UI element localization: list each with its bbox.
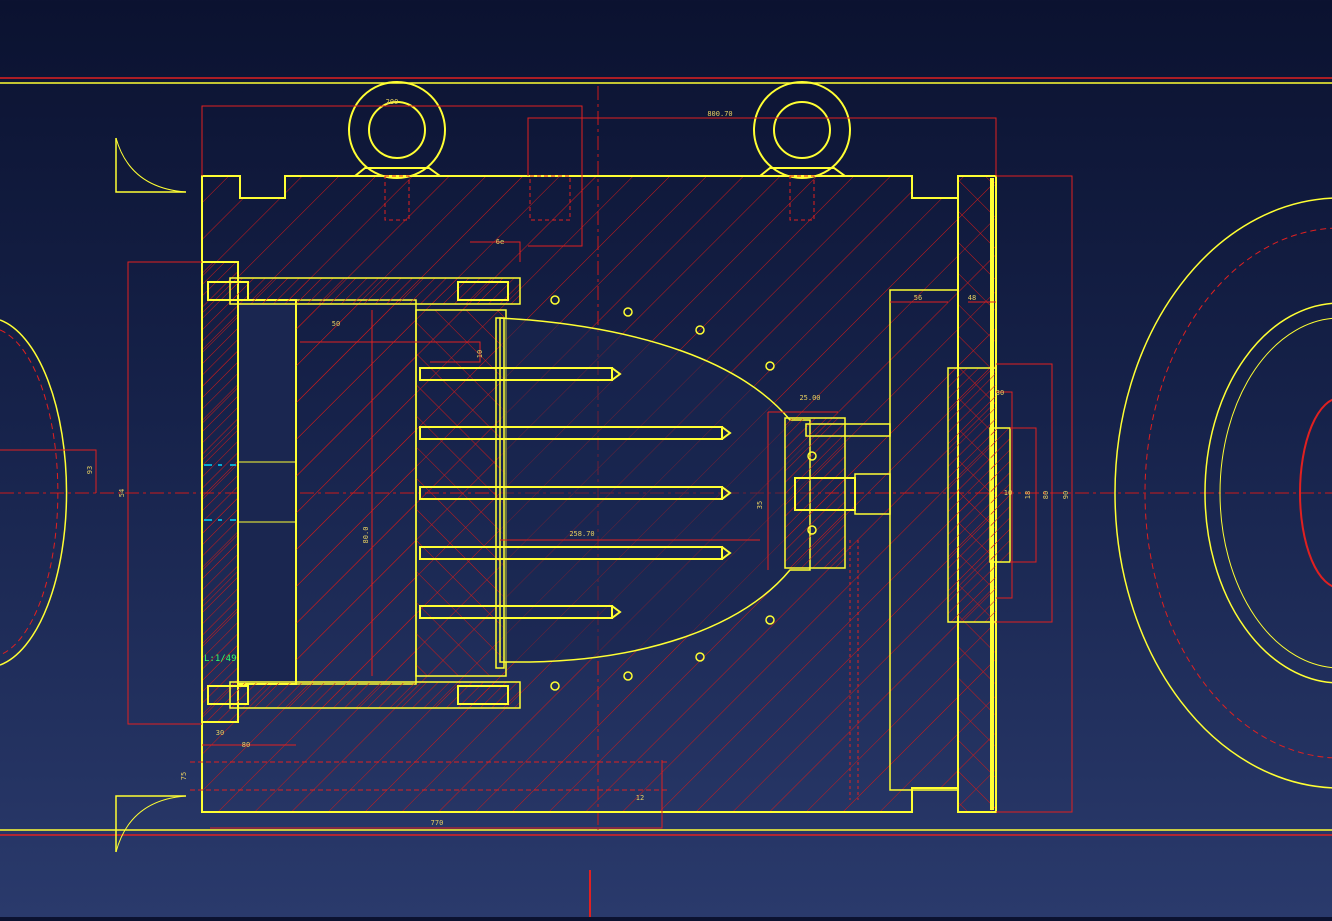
dimension-label-overall-width: 770: [431, 819, 444, 827]
dimension-label-slot: 50: [332, 320, 340, 328]
ejector-plates: [201, 261, 507, 723]
cooling-hole: [695, 325, 705, 335]
ejector-rod: [419, 546, 732, 560]
cooling-hole: [550, 295, 560, 305]
mold-cavity: [499, 317, 811, 663]
ejector-rods: [419, 317, 732, 669]
dimension-label-plate-height: 48: [968, 294, 976, 302]
cooling-hole: [695, 652, 705, 662]
dimension-label-cavity-width: 258.70: [569, 530, 594, 538]
dimension-label-side-a: 30: [996, 389, 1004, 397]
dimension-label-left-inner-height: 80.0: [362, 527, 370, 544]
dimension-label-bottom-a: 30: [216, 729, 224, 737]
cooling-hole: [623, 307, 633, 317]
dimension-lines: [0, 105, 1073, 829]
dimension-label-right-b: 90: [1062, 491, 1070, 499]
sprue-bushing: [784, 417, 891, 569]
dimension-label-right-a: 80: [1042, 491, 1050, 499]
cooling-hole: [623, 671, 633, 681]
dimension-label-bushing: 25.00: [799, 394, 820, 402]
dimension-label-right-c: 10: [1004, 489, 1012, 497]
dimension-label-left-outer: 93: [86, 466, 94, 474]
dimension-label-top-left: 200: [386, 98, 399, 106]
ejector-rod: [419, 426, 732, 440]
dimension-label-runner: 10: [476, 350, 484, 358]
dimension-label-port-width: 6e: [496, 238, 504, 246]
ejector-rod: [419, 367, 622, 381]
lifting-eye-left: [348, 81, 446, 221]
dimension-label-top-right: 800.70: [707, 110, 732, 118]
dimension-label-core-offset: 35: [756, 501, 764, 509]
dimension-label-side-b: 18: [1024, 491, 1032, 499]
dimension-label-bottom-c: 75: [180, 772, 188, 780]
dimension-label-bottom-d: 12: [636, 794, 644, 802]
cooling-hole: [550, 681, 560, 691]
ejector-rod: [419, 605, 622, 619]
cooling-hole: [765, 615, 775, 625]
frame-lines: [0, 77, 1332, 917]
cooling-hole: [765, 361, 775, 371]
scale-label: L:1/49: [204, 654, 237, 664]
cooling-holes: [550, 295, 817, 691]
cooling-hole: [807, 525, 817, 535]
construction-marks: [204, 464, 236, 521]
cooling-hole: [807, 451, 817, 461]
left-wheel: [0, 319, 68, 666]
dimension-label-left-height: 54: [118, 489, 126, 497]
support-rod: [495, 317, 505, 669]
lifting-eye-right: [753, 81, 851, 221]
guide-pins: [207, 277, 521, 709]
dimension-label-bottom-b: 80: [242, 741, 250, 749]
right-wheel: [1114, 197, 1332, 789]
dimension-labels: 200 800.70 6e 25.00 770 54 80.0 50 10 258.70 35 56 4…: [86, 98, 1070, 827]
ejector-rod: [419, 486, 732, 500]
dimension-label-plate-thickness: 56: [914, 294, 922, 302]
corner-brackets: [115, 137, 187, 853]
